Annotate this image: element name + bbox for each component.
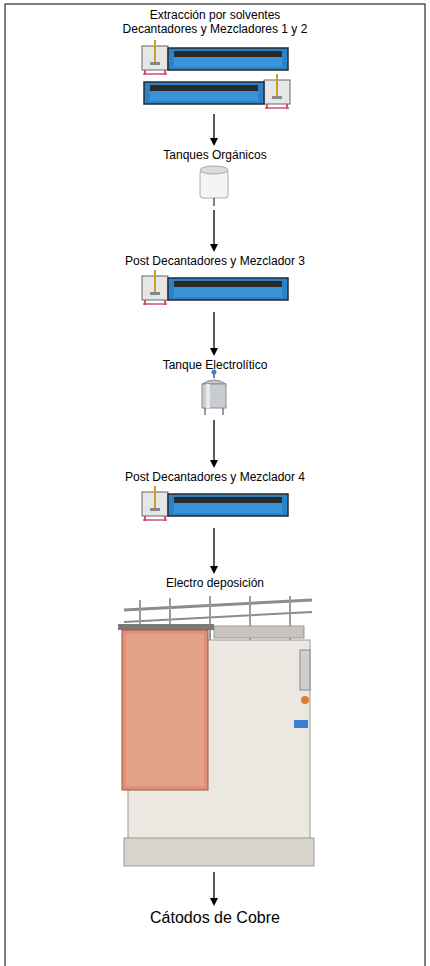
arrow-line xyxy=(213,210,214,245)
flow-arrow xyxy=(210,312,218,356)
mixer-settler-4 xyxy=(142,486,288,521)
stage-caption: Extracción por solventes Decantadores y … xyxy=(120,8,310,36)
arrow-line xyxy=(213,312,214,349)
stage-caption: Tanque Electrolítico xyxy=(140,358,290,372)
arrow-head xyxy=(210,348,218,356)
arrow-head xyxy=(210,138,218,146)
outer-frame xyxy=(5,4,425,966)
flow-arrow xyxy=(210,420,218,468)
stage-caption: Cátodos de Cobre xyxy=(110,908,320,927)
mixer-settler-2 xyxy=(144,74,290,109)
stage-caption: Electro deposición xyxy=(90,576,340,590)
electrowinning-cell xyxy=(118,596,314,866)
flow-arrow xyxy=(210,528,218,574)
arrow-head xyxy=(210,244,218,252)
process-stage: Electro deposición xyxy=(90,576,340,870)
arrow-head xyxy=(210,460,218,468)
arrow-line xyxy=(213,420,214,461)
process-stage: Post Decantadores y Mezclador 3 xyxy=(110,254,320,310)
mixer-settler-3 xyxy=(142,270,288,305)
process-stage: Post Decantadores y Mezclador 4 xyxy=(110,470,320,526)
mixer-settler-1 xyxy=(142,40,288,75)
arrow-line xyxy=(213,528,214,567)
flow-arrow xyxy=(210,872,218,906)
process-stage: Tanques Orgánicos xyxy=(140,148,290,208)
process-stage: Extracción por solventes Decantadores y … xyxy=(110,8,320,112)
arrow-line xyxy=(213,114,214,139)
arrow-head xyxy=(210,898,218,906)
stage-caption: Tanques Orgánicos xyxy=(140,148,290,162)
arrow-line xyxy=(213,872,214,899)
flow-arrow xyxy=(210,114,218,146)
organic-tank xyxy=(200,166,228,206)
stage-caption: Post Decantadores y Mezclador 4 xyxy=(110,470,320,484)
electrolyte-tank xyxy=(202,370,226,416)
product-node: Cátodos de Cobre xyxy=(110,908,320,932)
process-stage: Tanque Electrolítico xyxy=(140,358,290,418)
arrow-head xyxy=(210,566,218,574)
stage-caption: Post Decantadores y Mezclador 3 xyxy=(110,254,320,268)
flow-arrow xyxy=(210,210,218,252)
